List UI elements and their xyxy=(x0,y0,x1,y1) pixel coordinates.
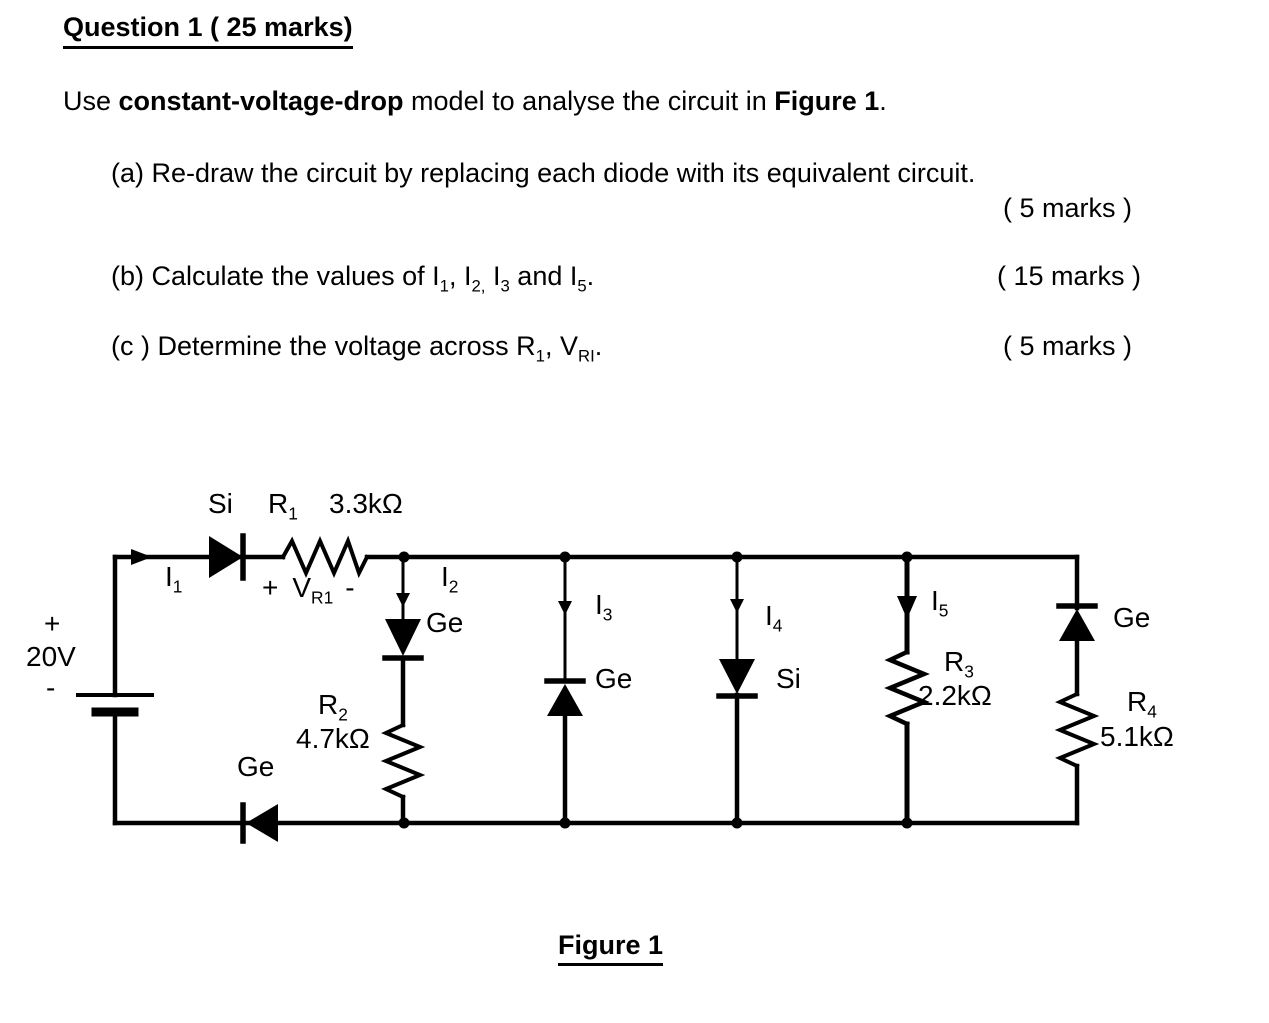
current-i4-arrowhead xyxy=(730,599,744,613)
i4-sub: 4 xyxy=(772,615,783,636)
item-a-text: (a) Re-draw the circuit by replacing eac… xyxy=(111,158,976,188)
diode-ge-branch2-triangle xyxy=(547,684,583,716)
resistor-r4-value: 5.1kΩ xyxy=(1100,721,1174,752)
diode-ge-branch5-label: Ge xyxy=(1113,602,1151,633)
diode-ge-branch1-triangle xyxy=(385,619,421,656)
resistor-r4-name: R4 xyxy=(1127,686,1157,720)
current-i2-label: I2 xyxy=(441,561,458,595)
current-i3-arrowhead xyxy=(558,601,572,615)
i1-base: I xyxy=(165,561,173,592)
r4-sub: 4 xyxy=(1147,701,1157,722)
item-b-s1: 1 xyxy=(439,276,449,296)
resistor-r3-value: 2.2kΩ xyxy=(918,680,992,711)
intro-bold-figure: Figure 1 xyxy=(774,86,880,116)
r3-base: R xyxy=(944,646,965,677)
diode-ge-branch1-label: Ge xyxy=(426,607,464,638)
intro-text-2: model to analyse the circuit in xyxy=(403,86,775,116)
node-dot xyxy=(731,551,743,563)
node-dot xyxy=(901,551,913,563)
item-c-s2: RI xyxy=(578,346,595,366)
item-b-text: (b) Calculate the values of I1, I2, I3 a… xyxy=(111,261,595,296)
item-c-p2: , V xyxy=(544,331,578,361)
diode-si-branch3-triangle xyxy=(719,659,755,694)
current-i3-label: I3 xyxy=(595,589,612,623)
current-i5-label: I5 xyxy=(931,585,948,619)
item-c-p1: (c ) Determine the voltage across R xyxy=(111,331,536,361)
r2-sub: 2 xyxy=(338,704,348,725)
node-dot xyxy=(398,817,410,829)
r3-sub: 3 xyxy=(964,661,974,682)
vr1-plus: + xyxy=(262,572,279,603)
i3-sub: 3 xyxy=(602,604,613,625)
item-c-s1: 1 xyxy=(535,346,545,366)
item-c-p3: . xyxy=(594,331,603,361)
diode-ge-branch2-label: Ge xyxy=(595,663,633,694)
i2-base: I xyxy=(441,561,449,592)
resistor-r2-name: R2 xyxy=(318,689,348,723)
node-dot xyxy=(559,817,571,829)
r1-sub: 1 xyxy=(288,503,298,524)
diode-si-top-triangle xyxy=(209,536,243,578)
diode-ge-bottom-triangle xyxy=(246,804,278,842)
diode-si-branch3-label: Si xyxy=(776,663,801,694)
vr1-sub: R1 xyxy=(311,587,334,608)
item-b-p1: (b) Calculate the values of I xyxy=(111,261,440,291)
intro-bold-model: constant-voltage-drop xyxy=(118,86,404,116)
node-dot xyxy=(901,817,913,829)
resistor-r1-value: 3.3kΩ xyxy=(329,488,403,519)
i5-base: I xyxy=(931,585,939,616)
figure-caption: Figure 1 xyxy=(558,930,664,966)
item-b-p3: I xyxy=(485,261,501,291)
diode-ge-bottom-label: Ge xyxy=(237,751,275,782)
resistor-r3 xyxy=(884,649,930,727)
node-dot xyxy=(731,817,743,829)
vr1-minus: - xyxy=(345,572,355,603)
current-i1-label: I1 xyxy=(165,561,182,595)
i1-sub: 1 xyxy=(172,576,183,597)
item-b-s3: 3 xyxy=(500,276,510,296)
resistor-r1-name: R1 xyxy=(268,488,298,522)
source-plus-sign: + xyxy=(44,608,61,639)
resistor-r2 xyxy=(380,722,426,800)
resistor-r4 xyxy=(1054,691,1100,769)
item-b-marks: ( 15 marks ) xyxy=(997,261,1142,291)
item-c-marks: ( 5 marks ) xyxy=(1003,331,1133,361)
node-dot xyxy=(559,551,571,563)
item-b-p2: , I xyxy=(448,261,472,291)
current-i5-arrowhead xyxy=(897,596,917,619)
vr1-polarity-label: + VR1- xyxy=(262,572,355,606)
diode-ge-branch5-triangle xyxy=(1059,609,1095,641)
item-b-s4: 5 xyxy=(577,276,587,296)
intro-text-3: . xyxy=(879,86,887,116)
diode-si-top-label: Si xyxy=(208,488,233,519)
resistor-r1 xyxy=(280,535,370,579)
node-dot xyxy=(398,551,410,563)
item-a-marks: ( 5 marks ) xyxy=(1003,193,1133,223)
current-i2-arrowhead xyxy=(396,593,410,607)
question-title: Question 1 ( 25 marks) xyxy=(63,12,353,49)
item-b-p5: . xyxy=(586,261,595,291)
i4-base: I xyxy=(765,600,773,631)
i3-base: I xyxy=(595,589,603,620)
intro-paragraph: Use constant-voltage-drop model to analy… xyxy=(63,86,887,117)
current-i4-label: I4 xyxy=(765,600,782,634)
r2-base: R xyxy=(318,689,339,720)
vr1-base: V xyxy=(292,572,312,603)
resistor-r2-value: 4.7kΩ xyxy=(296,723,370,754)
i2-sub: 2 xyxy=(448,576,459,597)
resistor-r3-name: R3 xyxy=(944,646,974,680)
item-b-s2: 2, xyxy=(471,276,486,296)
r4-base: R xyxy=(1127,686,1148,717)
current-i1-arrowhead xyxy=(131,549,152,565)
item-c-text: (c ) Determine the voltage across R1, VR… xyxy=(111,331,603,366)
r1-base: R xyxy=(268,488,289,519)
i5-sub: 5 xyxy=(938,600,949,621)
source-minus-sign: - xyxy=(46,672,56,703)
intro-text-1: Use xyxy=(63,86,119,116)
source-voltage-label: 20V xyxy=(26,641,76,672)
item-b-p4: and I xyxy=(509,261,578,291)
